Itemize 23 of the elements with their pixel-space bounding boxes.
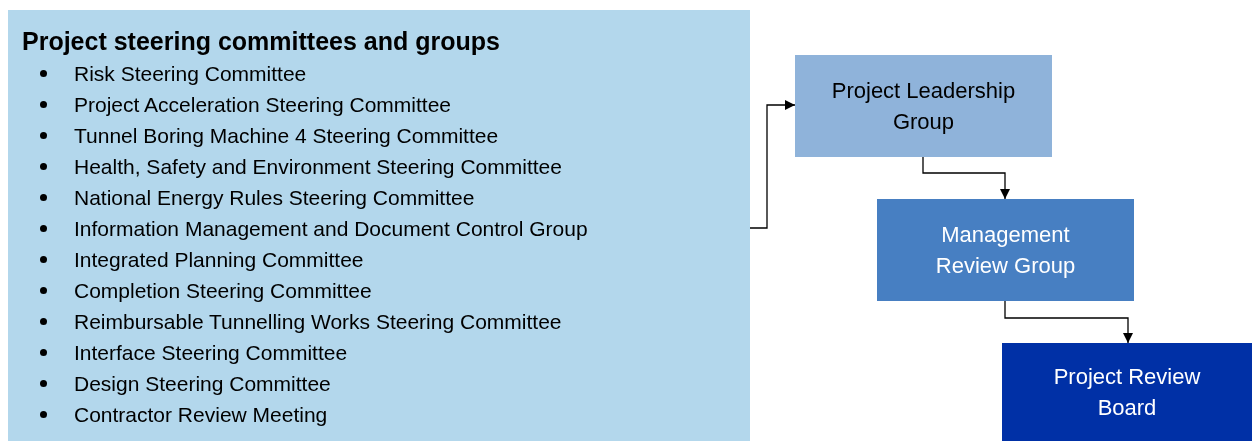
list-item: Integrated Planning Committee [74,247,364,273]
list-item: Contractor Review Meeting [74,402,328,428]
arrow [749,100,796,229]
box-label: Project Review Board [1052,363,1202,422]
list-item: Reimbursable Tunnelling Works Steering Committee [74,309,562,335]
group-panel [8,10,750,441]
list-item: Information Management and Document Control Group [74,216,588,242]
box-label: Project Leadership Group [830,77,1017,136]
box-label: Management Review Group [934,221,1077,280]
list-item: Health, Safety and Environment Steering Committee [74,154,562,180]
list-item: Tunnel Boring Machine 4 Steering Committee [74,123,499,149]
process-box [1002,343,1252,441]
list-item: National Energy Rules Steering Committee [74,185,475,211]
list-item: Risk Steering Committee [74,61,307,87]
process-box [795,55,1052,157]
arrow [1004,300,1133,344]
process-box [877,199,1134,301]
list-item: Design Steering Committee [74,371,331,397]
panel-heading: Project steering committees and groups [22,26,501,57]
arrow [922,156,1010,200]
list-item: Completion Steering Committee [74,278,372,304]
list-item: Interface Steering Committee [74,340,348,366]
list-item: Project Acceleration Steering Committee [74,92,451,118]
